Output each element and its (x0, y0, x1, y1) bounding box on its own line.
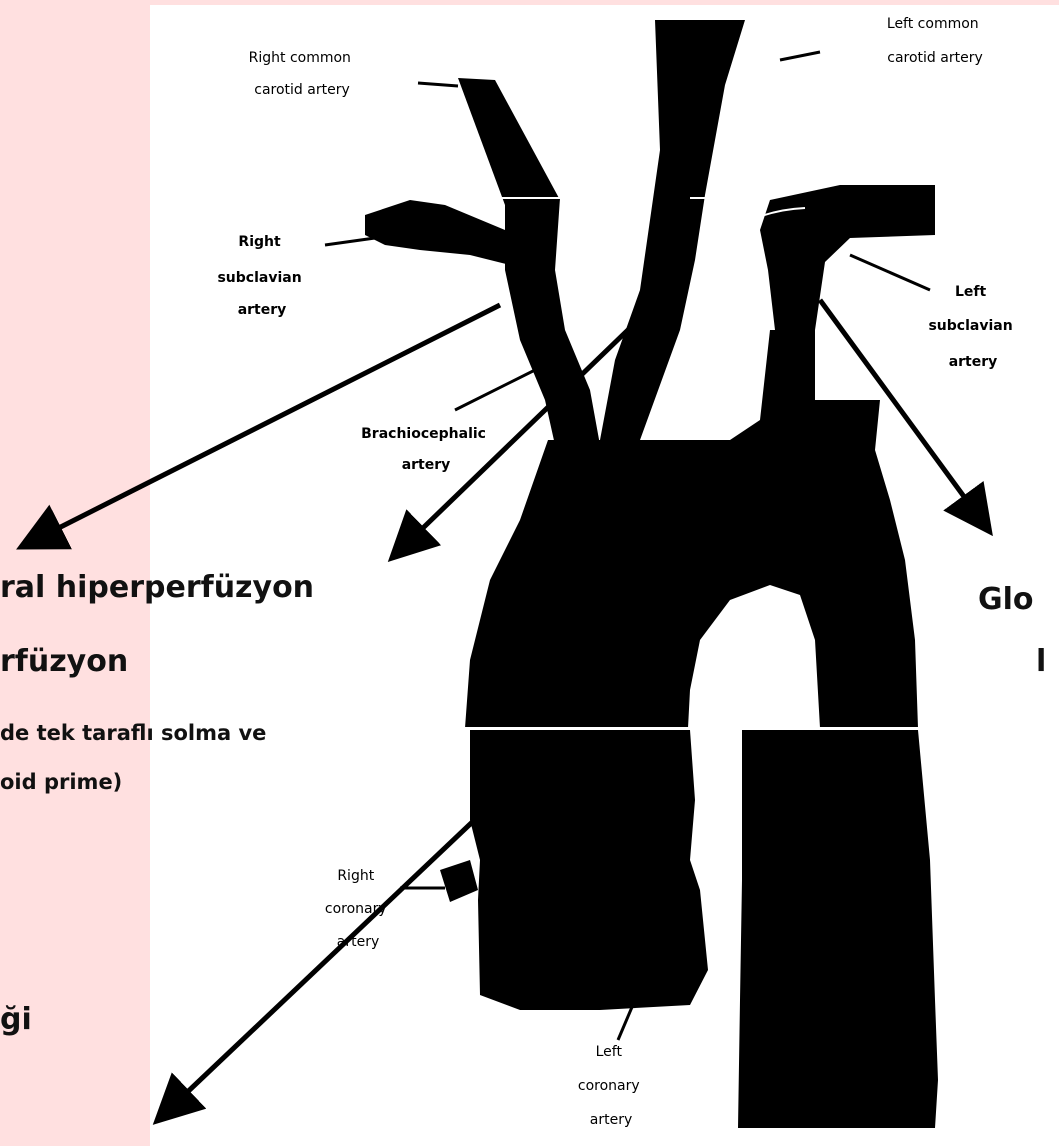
label-left-coronary-line1: Left (596, 1044, 623, 1060)
label-brachiocephalic: Brachiocephalic artery (361, 426, 491, 473)
label-right-coronary-line2: coronary (325, 901, 387, 917)
arrow-ascending (160, 810, 485, 1118)
label-left-common-carotid-line2: carotid artery (887, 50, 982, 66)
right-subclavian-vessel (365, 200, 510, 265)
slide-text-line1: ral hiperperfüzyon (0, 570, 314, 605)
aortic-arch-vessel (465, 330, 918, 728)
arrow-right-subclavian (25, 305, 500, 545)
brachiocephalic-trunk-vessel (505, 198, 600, 445)
right-coronary-vessel (440, 860, 478, 902)
label-right-subclavian-line1: Right (238, 234, 281, 250)
label-brachiocephalic-line2: artery (402, 457, 451, 473)
slide-text-line2: rfüzyon (0, 644, 128, 679)
label-right-coronary-line1: Right (337, 868, 374, 884)
label-right-subclavian-line2: subclavian (217, 270, 301, 286)
label-right-coronary-line3: artery (337, 934, 379, 950)
label-left-subclavian: Left subclavian artery (928, 284, 1017, 370)
label-right-common-carotid-line1: Right common (249, 50, 351, 66)
slide-text-line4: oid prime) (0, 770, 122, 794)
label-left-subclavian-line1: Left (955, 284, 987, 300)
label-left-coronary-line3: artery (590, 1112, 632, 1128)
slide-text-right-line1: Glo (978, 582, 1034, 617)
label-left-common-carotid: Left common carotid artery (887, 16, 983, 66)
slide-text-right-line2: l (1036, 644, 1046, 679)
label-right-coronary: Right coronary artery (325, 868, 391, 950)
descending-aorta-vessel (738, 730, 938, 1128)
left-common-carotid-vessel (600, 20, 745, 440)
left-subclavian-vessel (760, 185, 935, 330)
label-left-common-carotid-line1: Left common (887, 16, 979, 32)
ascending-aorta-vessel (470, 730, 708, 1010)
label-left-subclavian-line3: artery (949, 354, 998, 370)
label-left-coronary: Left coronary artery (578, 1044, 644, 1128)
label-left-coronary-line2: coronary (578, 1078, 640, 1094)
label-right-common-carotid-line2: carotid artery (254, 82, 349, 98)
slide-text-line5: ği (0, 1002, 32, 1037)
label-left-subclavian-line2: subclavian (928, 318, 1012, 334)
aorta-silhouette (365, 20, 938, 1128)
label-right-subclavian: Right subclavian artery (217, 234, 306, 318)
label-right-common-carotid: Right common carotid artery (249, 50, 356, 98)
label-right-subclavian-line3: artery (238, 302, 287, 318)
label-brachiocephalic-line1: Brachiocephalic (361, 426, 486, 442)
right-common-carotid-vessel (458, 78, 560, 210)
slide-text-line3: de tek taraflı solma ve (0, 721, 266, 745)
